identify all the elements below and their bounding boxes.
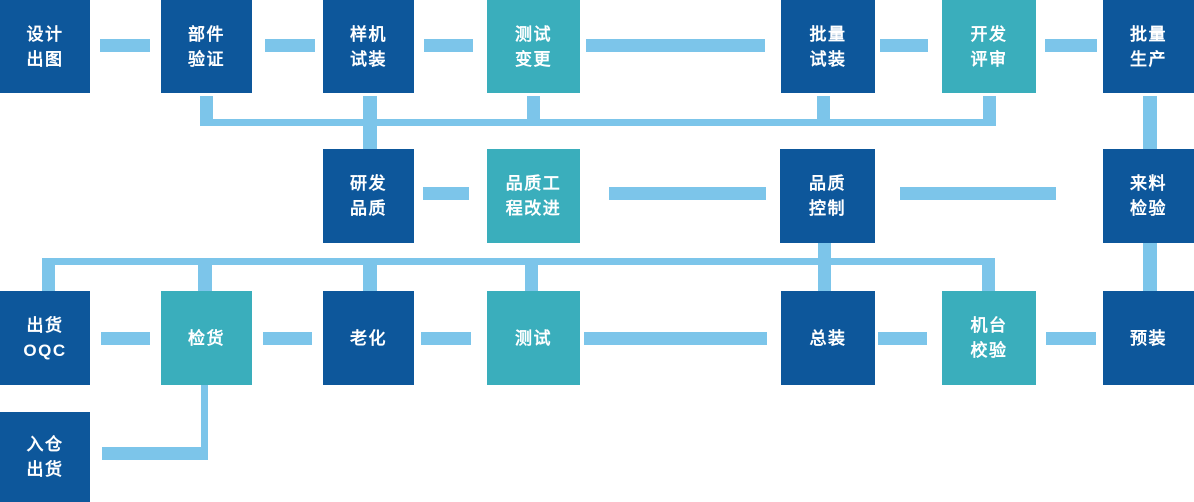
node-testing: 测试 [487,291,580,385]
elbow-inspection-horizontal [102,447,208,460]
drop-component-verification [200,96,213,126]
node-label-line: 预装 [1130,328,1167,348]
node-label-line: 设计 [26,24,64,44]
bus-line-row1 [200,119,996,126]
link-qualityeng-to-qualitycontrol [609,187,766,200]
node-label-line: 入仓 [26,435,64,454]
drop-incoming-to-preassembly [1143,243,1157,291]
node-label-line: 生产 [1130,49,1167,69]
node-quality-control: 品质控制 [780,149,875,243]
node-label-line: 出货 [26,460,64,479]
node-machine-calibration: 机台校验 [942,291,1036,385]
link-rdquality-to-qualityeng [423,187,469,200]
node-label-line: 来料 [1130,174,1167,193]
node-label-line: 试装 [350,49,387,69]
link-devreview-to-massproduction [1045,39,1097,52]
node-label-line: 总装 [809,328,847,348]
link-component-to-prototype [265,39,315,52]
node-label-line: 控制 [809,199,846,218]
drop-prototype-to-rdquality [363,96,377,149]
node-mass-production: 批量生产 [1103,0,1194,93]
node-prototype-trial-assembly: 样机试装 [323,0,414,93]
node-shipping-oqc: 出货 OQC [0,291,90,385]
link-prototype-to-testchange [424,39,473,52]
node-goods-inspection: 检货 [161,291,252,385]
drop-massproduction-to-incoming [1143,96,1157,149]
drop-qualitycontrol-to-finalassembly [818,243,831,291]
node-label-line: 校验 [970,341,1008,360]
link-testchange-to-batchtrial [586,39,765,52]
node-label-line: 老化 [350,328,387,348]
node-label-line: 品质 [809,174,846,193]
node-warehouse-shipping: 入仓出货 [0,412,90,502]
link-aging-to-testing [421,332,471,345]
link-qualitycontrol-to-incoming [900,187,1056,200]
drop-to-testing [525,258,538,291]
node-label-line: 测试 [515,24,552,44]
node-final-assembly: 总装 [781,291,875,385]
node-label-line: 样机 [350,24,387,44]
node-batch-trial-assembly: 批量试装 [781,0,875,93]
node-label-line: 测试 [515,328,552,348]
node-label-line: 出货 [26,316,64,335]
link-inspection-to-aging [263,332,312,345]
bus-line-row3 [42,258,995,265]
node-label-line: 变更 [515,49,552,69]
node-label-line: 验证 [188,49,225,69]
drop-to-shipping-oqc [42,258,55,291]
link-calibration-to-preassembly [1046,332,1096,345]
node-label-line: 批量 [1130,24,1167,44]
drop-to-machine-calibration [982,258,995,291]
node-label-line: 评审 [970,49,1008,69]
node-label-line: 批量 [809,24,847,44]
link-testing-to-finalassembly [584,332,767,345]
node-label-line: 检货 [188,328,225,348]
node-pre-assembly: 预装 [1103,291,1194,385]
node-label-line: 开发 [970,24,1008,44]
link-design-to-component [100,39,150,52]
node-label-line: 部件 [188,24,225,44]
drop-to-goods-inspection [198,258,212,291]
link-oqc-to-inspection [101,332,150,345]
elbow-inspection-vertical [201,385,208,460]
drop-to-aging [363,258,377,291]
node-label-line: 试装 [809,49,847,69]
node-incoming-material-inspection: 来料检验 [1103,149,1194,243]
link-finalassembly-to-calibration [878,332,927,345]
node-rd-quality: 研发品质 [323,149,414,243]
node-label-line: 检验 [1130,199,1167,218]
node-label-line: 程改进 [505,199,562,218]
drop-batch-trial [817,96,830,126]
node-design-drawing: 设计出图 [0,0,90,93]
node-label-line: 研发 [350,174,387,193]
node-test-change: 测试变更 [487,0,580,93]
link-batchtrial-to-devreview [880,39,928,52]
node-label-line: OQC [23,341,67,360]
node-label-line: 品质 [350,199,387,218]
node-label-line: 出图 [26,49,64,69]
node-development-review: 开发评审 [942,0,1036,93]
node-component-verification: 部件验证 [161,0,252,93]
node-aging: 老化 [323,291,414,385]
node-label-line: 品质工 [505,174,562,193]
drop-test-change [527,96,540,126]
drop-development-review [983,96,996,126]
node-quality-engineering-improvement: 品质工程改进 [487,149,580,243]
node-label-line: 机台 [970,316,1008,335]
